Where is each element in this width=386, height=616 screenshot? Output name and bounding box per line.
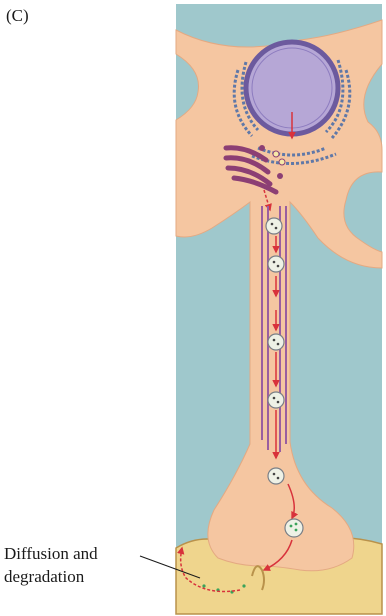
secretory-vesicle-icon [268,256,284,272]
secretory-vesicle-icon [268,392,284,408]
panel-label: (C) [6,6,29,26]
callout-label-line1: Diffusion and [4,544,98,564]
secretory-vesicle-icon [268,468,284,484]
secretory-vesicle-icon [285,519,303,537]
secretory-vesicle-icon [268,334,284,350]
callout-label-line2: degradation [4,567,84,587]
secretory-vesicle-icon [266,218,282,234]
budding-vesicle-icon [273,151,279,157]
budding-vesicle-icon [279,159,285,165]
